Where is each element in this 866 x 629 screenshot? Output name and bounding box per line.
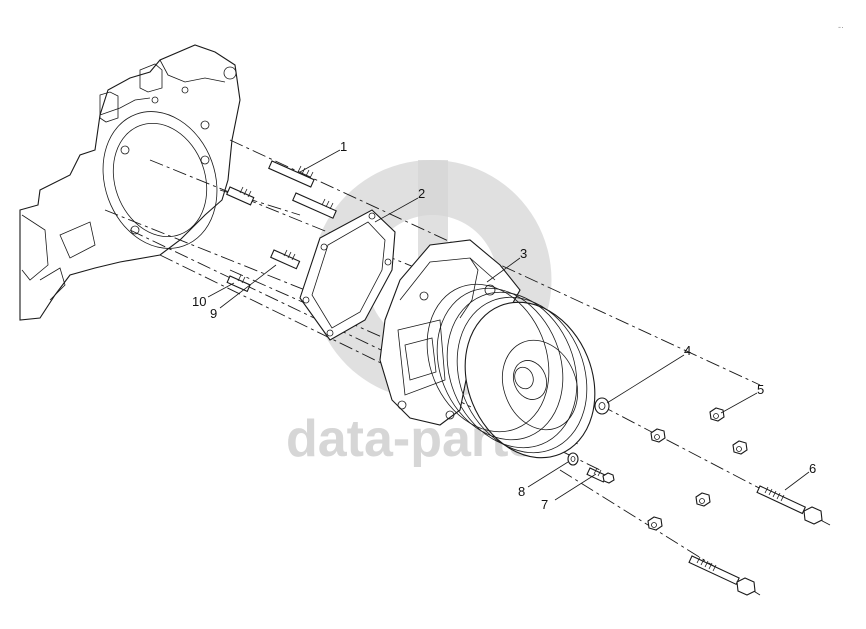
stud-9 — [270, 249, 301, 270]
callout-2: 2 — [418, 186, 425, 201]
nut-5 — [709, 407, 725, 422]
bolt-6 — [756, 485, 823, 525]
bolt-lower — [688, 555, 756, 596]
callouts: 1 2 3 4 5 6 7 8 9 10 — [192, 139, 816, 512]
callout-7: 7 — [541, 497, 548, 512]
engine-housing — [19, 44, 241, 321]
nut-d — [647, 516, 663, 531]
corner-mark: -· — [838, 22, 844, 32]
callout-9: 9 — [210, 306, 217, 321]
callout-1: 1 — [340, 139, 347, 154]
stud-long — [292, 192, 337, 219]
washer-4 — [594, 397, 610, 415]
stud-10 — [226, 274, 251, 293]
nut-c — [695, 492, 711, 507]
nut-b — [732, 440, 748, 455]
water-pump — [379, 239, 596, 459]
stud-1 — [268, 160, 315, 188]
callout-6: 6 — [809, 461, 816, 476]
callout-8: 8 — [518, 484, 525, 499]
callout-3: 3 — [520, 246, 527, 261]
stud-upper-short — [226, 186, 255, 206]
callout-10: 10 — [192, 294, 206, 309]
callout-4: 4 — [684, 343, 691, 358]
gasket — [299, 209, 396, 341]
nut-a — [650, 428, 666, 443]
callout-5: 5 — [757, 382, 764, 397]
screw-7 — [586, 467, 615, 484]
callout-leaders — [207, 149, 810, 501]
lock-washer-8 — [567, 452, 579, 466]
